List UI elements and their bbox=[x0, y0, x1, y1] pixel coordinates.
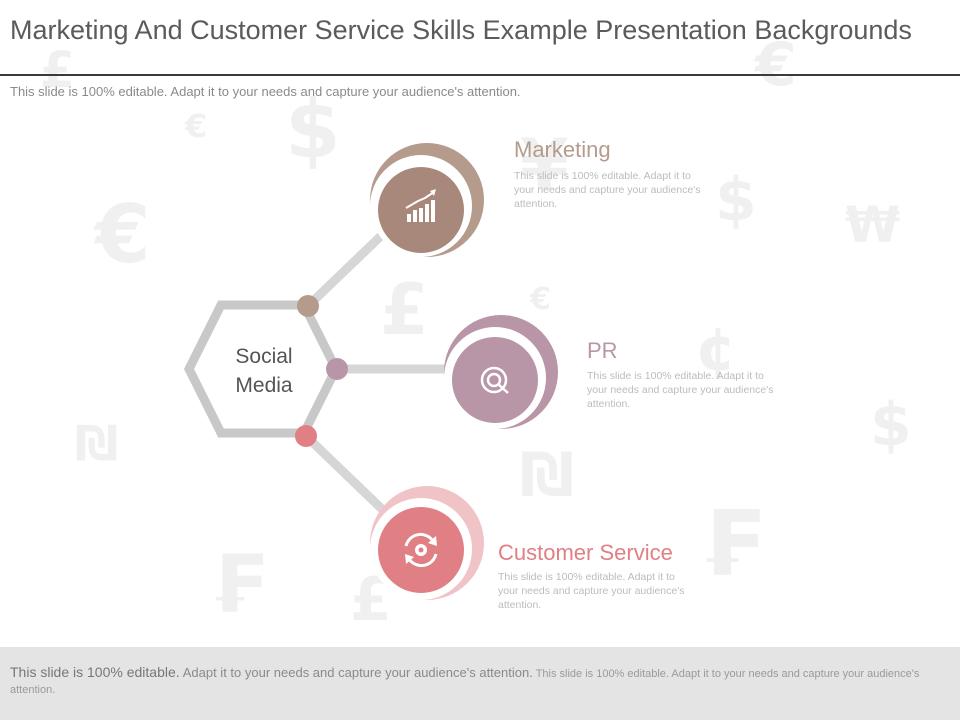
footer-text-large: This slide is 100% editable. bbox=[10, 664, 180, 680]
customer-service-title: Customer Service bbox=[498, 540, 673, 565]
center-label-line2: Media bbox=[235, 374, 293, 397]
center-label: Social Media bbox=[205, 342, 323, 400]
refresh-gear-icon bbox=[404, 532, 438, 568]
dollar-icon: $ bbox=[285, 83, 341, 176]
euro-icon: € bbox=[755, 30, 797, 100]
footer-text-small: This slide is 100% editable. Adapt it to… bbox=[10, 668, 920, 696]
connector-marketing bbox=[304, 228, 389, 310]
footer-text-medium: Adapt it to your needs and capture your … bbox=[182, 665, 533, 680]
won-icon: ₩ bbox=[845, 196, 901, 254]
shekel-icon: ₪ bbox=[75, 416, 119, 472]
footer-text: This slide is 100% editable. Adapt it to… bbox=[10, 664, 945, 698]
franc-icon: ₣ bbox=[700, 492, 763, 597]
target-icon bbox=[480, 366, 509, 394]
marketing-title: Marketing bbox=[514, 137, 611, 162]
footer-bar: This slide is 100% editable. Adapt it to… bbox=[0, 647, 960, 720]
euro-icon: € bbox=[185, 107, 208, 145]
page-title: Marketing And Customer Service Skills Ex… bbox=[10, 15, 912, 45]
dot-marketing bbox=[297, 295, 319, 317]
page-subtitle: This slide is 100% editable. Adapt it to… bbox=[10, 84, 521, 99]
shekel-icon: ₪ bbox=[520, 440, 575, 510]
pound-icon: £ bbox=[40, 41, 75, 99]
marketing-circle bbox=[370, 143, 484, 257]
customer-service-circle bbox=[370, 486, 484, 600]
pr-description: This slide is 100% editable. Adapt it to… bbox=[587, 370, 774, 410]
yen-icon: ¥ bbox=[520, 124, 569, 206]
dollar-icon: $ bbox=[870, 390, 912, 460]
pr-circle bbox=[444, 315, 558, 429]
pound-icon: £ bbox=[380, 269, 429, 351]
dollar-icon: $ bbox=[715, 165, 757, 235]
connector-customer-service bbox=[302, 432, 389, 516]
customer-service-description: This slide is 100% editable. Adapt it to… bbox=[498, 571, 685, 611]
center-label-line1: Social bbox=[235, 345, 293, 368]
title-divider bbox=[0, 74, 960, 76]
bar-chart-growth-icon bbox=[405, 189, 436, 222]
euro-icon: € bbox=[95, 188, 151, 281]
cent-icon: ¢ bbox=[695, 315, 737, 385]
pr-title: PR bbox=[587, 338, 618, 363]
dot-customer-service bbox=[295, 425, 317, 447]
dot-pr bbox=[326, 358, 348, 380]
franc-icon: ₣ bbox=[210, 538, 266, 631]
marketing-description: This slide is 100% editable. Adapt it to… bbox=[514, 170, 701, 210]
euro-icon: € bbox=[530, 282, 551, 317]
